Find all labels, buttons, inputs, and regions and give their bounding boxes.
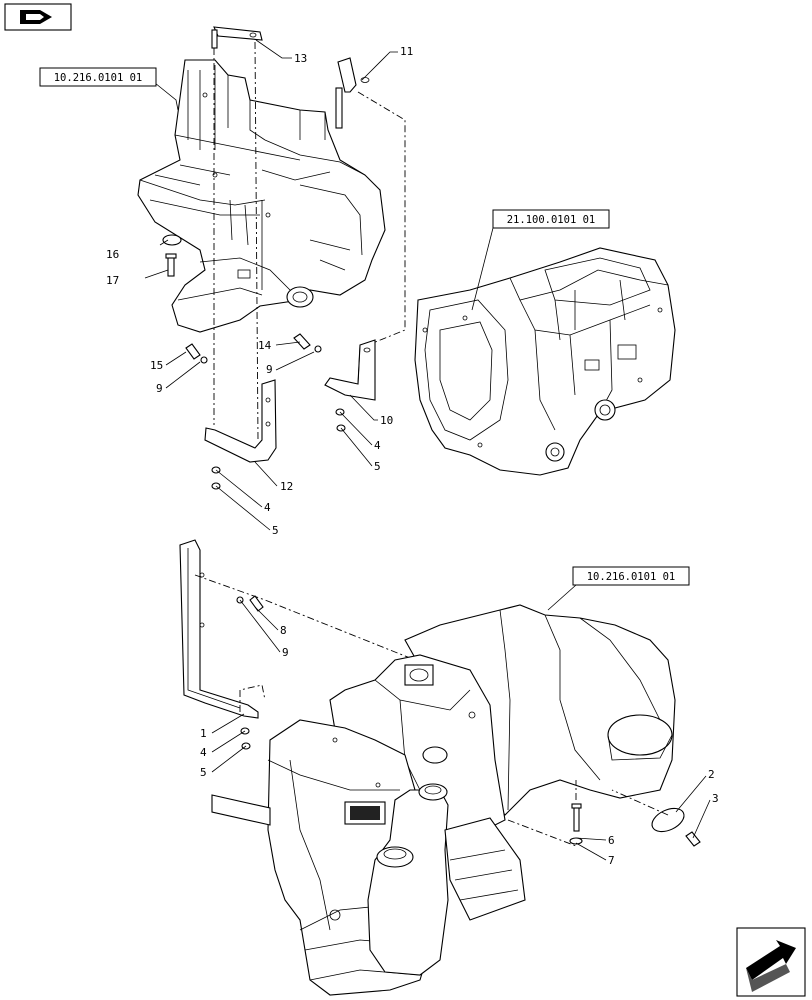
callout-7: 7 — [608, 854, 615, 867]
bolt-6 — [571, 803, 582, 832]
callout-4-upper-right: 4 — [374, 439, 381, 452]
callout-12: 12 — [280, 480, 293, 493]
callout-2: 2 — [708, 768, 715, 781]
bolt-3 — [685, 831, 701, 847]
bolt-15 — [185, 343, 208, 364]
reference-text: 21.100.0101 01 — [507, 214, 596, 226]
bolt-14 — [293, 333, 322, 353]
callout-8: 8 — [280, 624, 287, 637]
upper-tank-assembly — [137, 59, 386, 333]
callout-5-upper-left: 5 — [272, 524, 279, 537]
callout-15: 15 — [150, 359, 163, 372]
leader-lines — [144, 39, 711, 861]
bracket-12 — [204, 379, 277, 463]
callout-1: 1 — [200, 727, 207, 740]
transmission-housing — [414, 247, 676, 476]
callout-5-upper-right: 5 — [374, 460, 381, 473]
next-arrow-icon[interactable] — [736, 927, 806, 997]
callout-16: 16 — [106, 248, 119, 261]
callout-9-upper-right: 9 — [266, 363, 273, 376]
callout-11: 11 — [400, 45, 413, 58]
callout-14: 14 — [258, 339, 272, 352]
strap-11 — [335, 57, 406, 346]
callout-6: 6 — [608, 834, 615, 847]
callout-9-lower: 9 — [282, 646, 289, 659]
plug-2 — [651, 807, 685, 833]
reference-text: 10.216.0101 01 — [587, 571, 676, 583]
callout-17: 17 — [106, 274, 119, 287]
callout-13: 13 — [294, 52, 307, 65]
callout-9-upper-left: 9 — [156, 382, 163, 395]
callout-4-upper-left: 4 — [264, 501, 271, 514]
reference-text: 10.216.0101 01 — [54, 72, 143, 84]
callout-4-lower: 4 — [200, 746, 207, 759]
strap-13 — [211, 26, 263, 441]
reference-box-right[interactable]: 21.100.0101 01 — [492, 209, 610, 229]
lower-tank-assembly — [211, 604, 676, 996]
reference-box-top-left[interactable]: 10.216.0101 01 — [39, 67, 157, 87]
bolt-17 — [165, 253, 177, 277]
callout-3: 3 — [712, 792, 719, 805]
callout-5-lower: 5 — [200, 766, 207, 779]
callout-labels: 13 11 16 17 14 9 15 9 10 4 5 12 4 5 8 9 … — [106, 45, 719, 867]
bracket-10 — [324, 339, 376, 401]
washer-16 — [162, 234, 182, 246]
callout-10: 10 — [380, 414, 393, 427]
bracket-1 — [179, 539, 511, 719]
book-flag-icon[interactable] — [4, 3, 72, 31]
reference-box-bottom[interactable]: 10.216.0101 01 — [572, 566, 690, 586]
